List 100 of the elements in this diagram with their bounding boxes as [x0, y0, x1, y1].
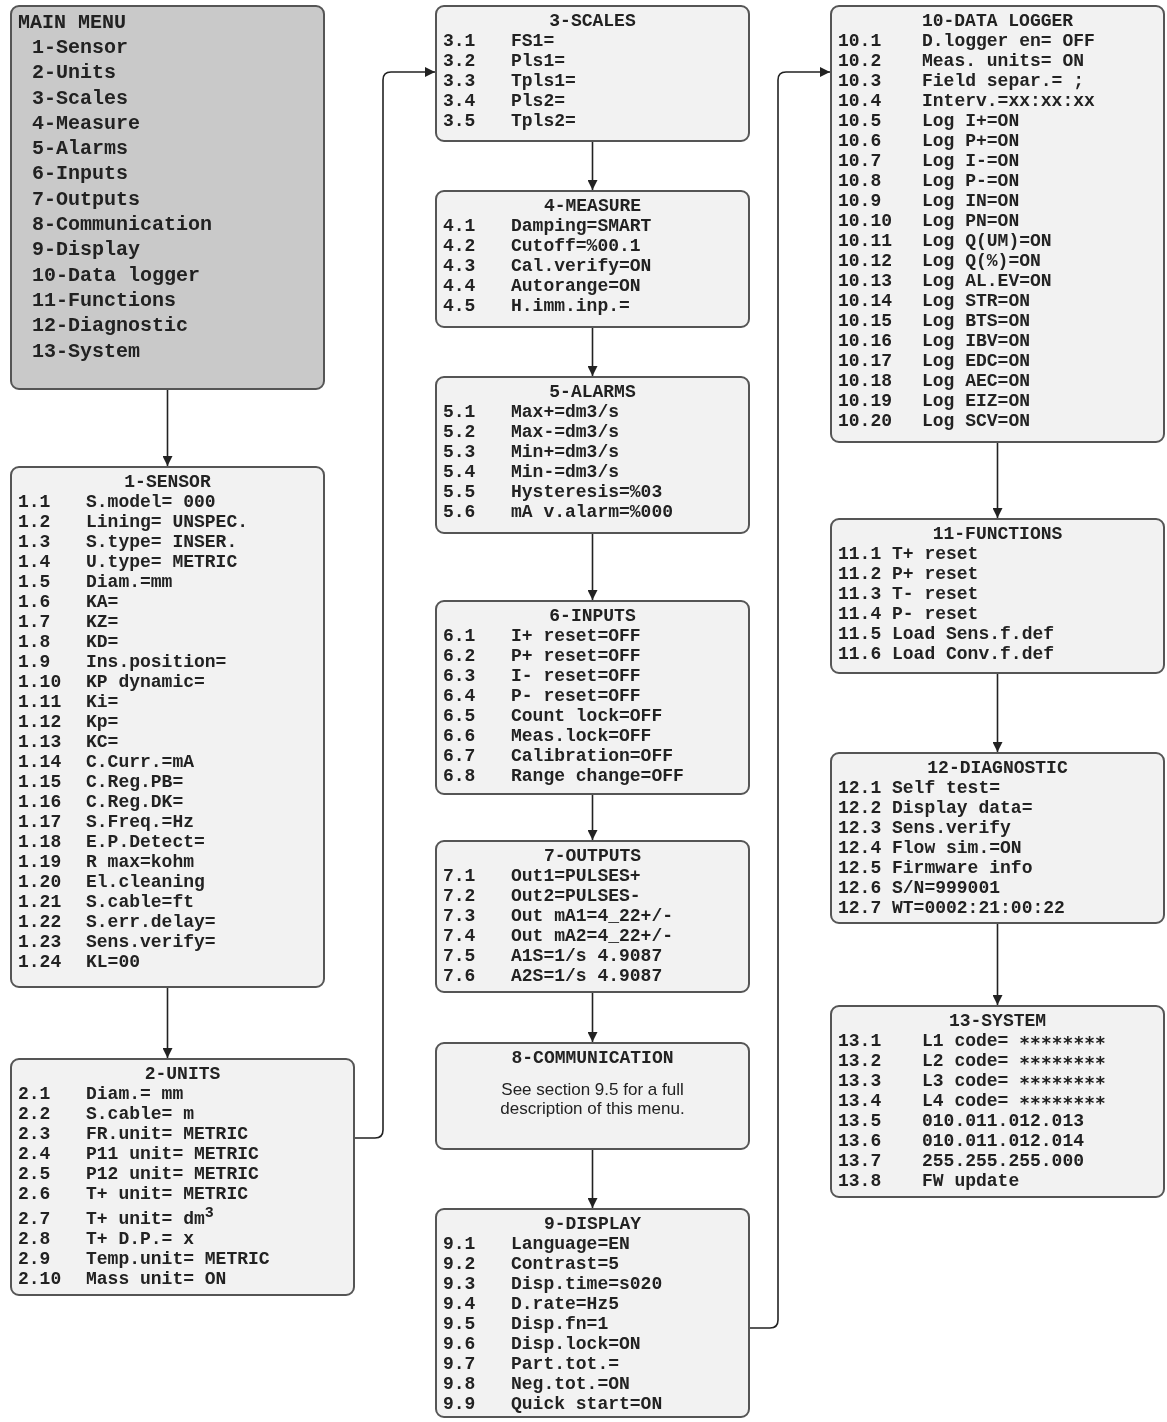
- menu-item: 1.5 Diam.=mm: [18, 572, 174, 592]
- menu-item: 6.5 Count lock=OFF: [443, 706, 664, 726]
- main-menu-panel: [10, 5, 325, 390]
- menu-panel: [830, 518, 1165, 674]
- menu-item: 13.5 010.011.012.013: [838, 1111, 1086, 1131]
- menu-item: 1.6 KA=: [18, 592, 120, 612]
- menu-item: 10.7 Log I-=ON: [838, 151, 1021, 171]
- menu-item: 1.10 KP dynamic=: [18, 672, 206, 692]
- menu-title: 6-INPUTS: [548, 606, 637, 626]
- menu-panel: [830, 5, 1165, 443]
- menu-item: 12.4 Flow sim.=ON: [838, 838, 1023, 858]
- menu-item: 7.6 A2S=1/s 4.9087: [443, 966, 664, 986]
- menu-item: 11.4 P- reset: [838, 604, 980, 624]
- menu-item: 1.24 KL=00: [18, 952, 141, 972]
- menu-item: 12.2 Display data=: [838, 798, 1034, 818]
- menu-title: 9-DISPLAY: [542, 1214, 643, 1234]
- menu-item: 3.4 Pls2=: [443, 91, 566, 111]
- description-text: See section 9.5 for a full description of this menu.: [499, 1080, 686, 1118]
- menu-item: 10.18 Log AEC=ON: [838, 371, 1032, 391]
- menu-item: 1.1 S.model= 000: [18, 492, 217, 512]
- menu-item: 6.4 P- reset=OFF: [443, 686, 642, 706]
- menu-panel: [435, 376, 750, 534]
- menu-item: 5.4 Min-=dm3/s: [443, 462, 621, 482]
- menu-item: 11.6 Load Conv.f.def: [838, 644, 1056, 664]
- menu-item: 5.6 mA v.alarm=%000: [443, 502, 675, 522]
- menu-item: 10.2 Meas. units= ON: [838, 51, 1086, 71]
- menu-item: 4.2 Cutoff=%00.1: [443, 236, 642, 256]
- menu-item: 9-Display: [31, 237, 142, 263]
- menu-item: 1.2 Lining= UNSPEC.: [18, 512, 250, 532]
- menu-item: 12.6 S/N=999001: [838, 878, 1002, 898]
- menu-item: 3.3 Tpls1=: [443, 71, 577, 91]
- arrow: [587, 1149, 598, 1209]
- menu-item: 1.18 E.P.Detect=: [18, 832, 206, 852]
- menu-item: 3-Scales: [31, 85, 129, 111]
- menu-title: 1-SENSOR: [123, 472, 212, 492]
- menu-item: 4-Measure: [31, 110, 142, 137]
- arrow: [749, 67, 831, 1329]
- menu-item: 7.2 Out2=PULSES-: [443, 886, 642, 906]
- menu-item: 11.3 T- reset: [838, 584, 980, 604]
- menu-panel: [10, 1058, 355, 1296]
- menu-title: 5-ALARMS: [548, 382, 637, 402]
- menu-item: 5.3 Min+=dm3/s: [443, 442, 621, 462]
- menu-item: 7.4 Out mA2=4_22+/-: [443, 926, 675, 946]
- menu-item: 10.19 Log EIZ=ON: [838, 391, 1032, 411]
- menu-item: 13.6 010.011.012.014: [838, 1131, 1086, 1151]
- menu-title: 11-FUNCTIONS: [931, 524, 1064, 544]
- menu-item: 1.16 C.Reg.DK=: [18, 792, 185, 812]
- menu-item: 1.21 S.cable=ft: [18, 892, 196, 912]
- menu-item: 4.4 Autorange=ON: [443, 276, 642, 296]
- menu-item: 9.5 Disp.fn=1: [443, 1314, 610, 1334]
- menu-item: 3.1 FS1=: [443, 31, 556, 51]
- menu-item: 3.5 Tpls2=: [443, 111, 577, 131]
- menu-item: 10.3 Field separ.= ;: [838, 71, 1086, 91]
- menu-item: 5.5 Hysteresis=%03: [443, 482, 664, 502]
- menu-item: 12-Diagnostic: [31, 313, 190, 339]
- menu-item: 7-Outputs: [31, 186, 142, 213]
- menu-title: 4-MEASURE: [542, 196, 643, 216]
- menu-item: 7.5 A1S=1/s 4.9087: [443, 946, 664, 966]
- menu-item: 8-Communication: [31, 212, 214, 238]
- menu-item: 7.3 Out mA1=4_22+/-: [443, 906, 675, 926]
- menu-item: 6.8 Range change=OFF: [443, 766, 685, 786]
- menu-item: 10.12 Log Q(%)=ON: [838, 251, 1042, 271]
- menu-item: 1.14 C.Curr.=mA: [18, 752, 196, 772]
- menu-item: 6.1 I+ reset=OFF: [443, 626, 642, 646]
- menu-item: 10.11 Log Q(UM)=ON: [838, 231, 1053, 251]
- menu-item: 4.5 H.imm.inp.=: [443, 296, 631, 316]
- menu-item: 2.8 T+ D.P.= x: [18, 1229, 196, 1249]
- menu-item: 5-Alarms: [31, 136, 129, 162]
- menu-item: 10.4 Interv.=xx:xx:xx: [838, 91, 1096, 111]
- menu-item: 10.8 Log P-=ON: [838, 171, 1021, 191]
- arrow: [162, 987, 173, 1059]
- menu-title: 12-DIAGNOSTIC: [926, 758, 1069, 778]
- menu-item: 6.6 Meas.lock=OFF: [443, 726, 653, 746]
- menu-item: 3.2 Pls1=: [443, 51, 566, 71]
- menu-item: 2.6 T+ unit= METRIC: [18, 1184, 250, 1204]
- menu-item: 10.15 Log BTS=ON: [838, 311, 1032, 331]
- arrow: [587, 533, 598, 601]
- menu-item: 13.1 L1 code= ∗∗∗∗∗∗∗∗: [838, 1031, 1107, 1051]
- menu-item: 9.9 Quick start=ON: [443, 1394, 664, 1414]
- menu-item: 1.12 Kp=: [18, 712, 120, 732]
- menu-item: 1.19 R max=kohm: [18, 852, 196, 872]
- menu-item: 12.1 Self test=: [838, 778, 1002, 798]
- menu-item: 9.3 Disp.time=s020: [443, 1274, 664, 1294]
- menu-item: 11.2 P+ reset: [838, 564, 980, 584]
- menu-item: 12.7 WT=0002:21:00:22: [838, 898, 1066, 918]
- menu-item: 13.2 L2 code= ∗∗∗∗∗∗∗∗: [838, 1051, 1107, 1071]
- menu-item: 1.3 S.type= INSER.: [18, 532, 239, 552]
- menu-panel: [830, 1005, 1165, 1198]
- menu-item: 1.17 S.Freq.=Hz: [18, 812, 196, 832]
- menu-item: 13.3 L3 code= ∗∗∗∗∗∗∗∗: [838, 1071, 1107, 1091]
- menu-item: 10.14 Log STR=ON: [838, 291, 1032, 311]
- arrow: [587, 141, 598, 191]
- menu-item: 6.2 P+ reset=OFF: [443, 646, 642, 666]
- menu-item: 1.11 Ki=: [18, 692, 120, 712]
- menu-item: 2.4 P11 unit= METRIC: [18, 1144, 260, 1164]
- menu-item: 13.7 255.255.255.000: [838, 1151, 1086, 1171]
- menu-item: 2.1 Diam.= mm: [18, 1084, 185, 1104]
- menu-item: 10.20 Log SCV=ON: [838, 411, 1032, 431]
- arrow: [587, 992, 598, 1043]
- menu-item: 1.13 KC=: [18, 732, 120, 752]
